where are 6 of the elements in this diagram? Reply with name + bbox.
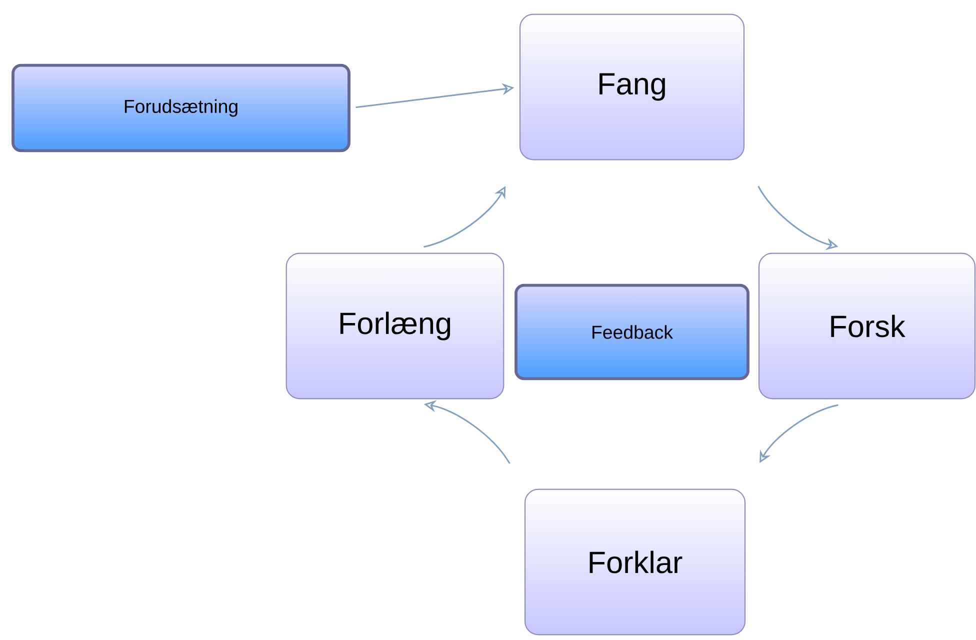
stage-box: Forklar <box>524 488 746 636</box>
label-box: Forudsætning <box>12 64 350 152</box>
stage-box: Forlæng <box>286 252 504 400</box>
stage-box: Forsk <box>758 252 976 400</box>
stage-box: Fang <box>519 14 745 160</box>
feedback-box: Feedback <box>514 284 750 380</box>
